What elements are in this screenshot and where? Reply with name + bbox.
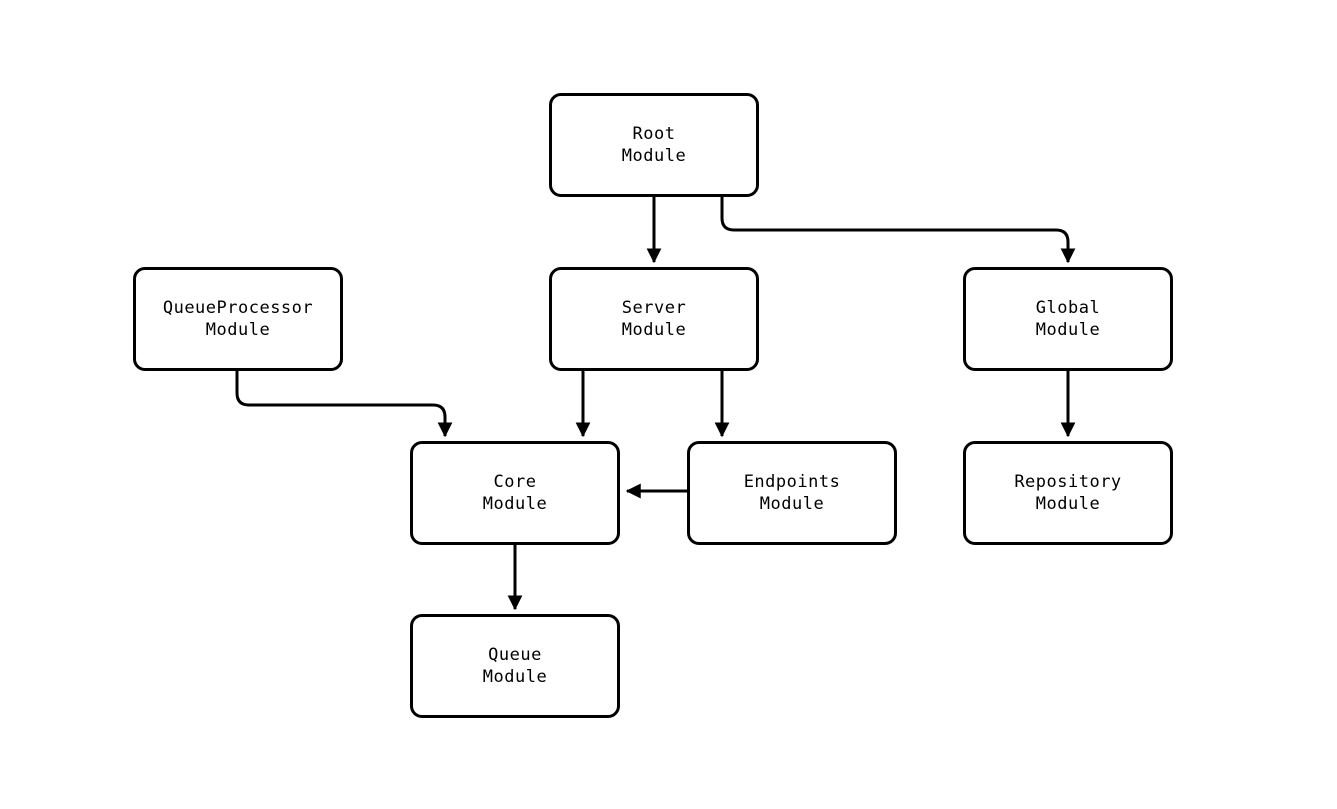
node-queue-title: Queue	[488, 645, 542, 665]
node-global-title: Global	[1035, 298, 1101, 318]
node-core-subtitle: Module	[482, 494, 548, 514]
node-endpoints-subtitle: Module	[759, 494, 825, 514]
node-core-title: Core	[493, 472, 537, 492]
node-server-title: Server	[621, 298, 687, 318]
edge-root-to-global	[720, 197, 1076, 264]
node-queueprocessor-title: QueueProcessor	[162, 298, 314, 318]
node-queueprocessor-subtitle: Module	[205, 320, 271, 340]
edge-queueprocessor-to-core	[235, 371, 453, 438]
node-repository-title: Repository	[1014, 472, 1122, 492]
node-root-title: Root	[632, 124, 676, 144]
node-global-subtitle: Module	[1035, 320, 1101, 340]
node-repository-subtitle: Module	[1035, 494, 1101, 514]
edges-group	[235, 197, 1076, 611]
node-endpoints-title: Endpoints	[743, 472, 841, 492]
node-server-subtitle: Module	[621, 320, 687, 340]
node-root-subtitle: Module	[621, 146, 687, 166]
node-queue-subtitle: Module	[482, 667, 548, 687]
